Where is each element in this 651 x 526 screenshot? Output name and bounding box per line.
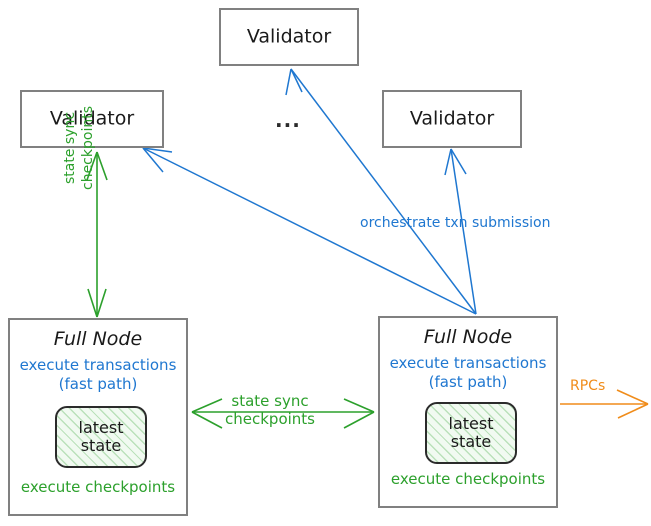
full-node-left-fastpath-line1: execute transactions xyxy=(19,356,177,374)
full-node-left-state-text: latest state xyxy=(78,417,124,456)
label-state-sync-checkpoints-vertical: state sync checkpoints xyxy=(62,106,97,190)
validator-node-right[interactable]: Validator xyxy=(382,90,522,148)
full-node-right-checkpoints: execute checkpoints xyxy=(390,470,546,488)
full-node-left[interactable]: Full Node execute transactions (fast pat… xyxy=(8,318,188,516)
arrow-fullnode-to-validator-top xyxy=(285,68,477,315)
full-node-right-title: Full Node xyxy=(423,326,513,348)
full-node-left-checkpoints: execute checkpoints xyxy=(20,478,176,496)
label-state-sync-mid-line2: checkpoints xyxy=(225,410,315,428)
full-node-left-latest-state-box[interactable]: latest state xyxy=(55,406,147,468)
label-orchestrate-txn-submission: orchestrate txn submission xyxy=(360,215,551,231)
arrow-fullnode-to-validator-right xyxy=(444,148,477,315)
label-state-sync-vert-line2: checkpoints xyxy=(79,106,96,190)
label-rpcs: RPCs xyxy=(570,378,606,394)
full-node-left-title: Full Node xyxy=(53,328,143,350)
arrow-state-sync-vertical xyxy=(86,151,108,318)
full-node-left-state-line1: latest xyxy=(78,417,124,437)
validators-ellipsis: ... xyxy=(275,108,301,132)
full-node-right[interactable]: Full Node execute transactions (fast pat… xyxy=(378,316,558,508)
full-node-right-state-text: latest state xyxy=(448,413,494,452)
validator-node-top[interactable]: Validator xyxy=(219,8,359,66)
label-state-sync-mid-line1: state sync xyxy=(231,392,309,410)
label-state-sync-vert-line1: state sync xyxy=(62,111,78,185)
validator-left-label: Validator xyxy=(49,107,135,130)
label-state-sync-checkpoints-horizontal: state sync checkpoints xyxy=(225,392,315,428)
full-node-left-state-line2: state xyxy=(80,436,122,455)
full-node-right-fastpath: execute transactions (fast path) xyxy=(380,354,556,392)
full-node-right-latest-state-box[interactable]: latest state xyxy=(425,402,517,464)
full-node-right-state-line2: state xyxy=(450,432,492,451)
full-node-right-fastpath-line1: execute transactions xyxy=(389,354,547,372)
full-node-right-state-line1: latest xyxy=(448,413,494,433)
validator-right-label: Validator xyxy=(409,107,495,130)
validator-top-label: Validator xyxy=(246,25,332,48)
full-node-left-fastpath: execute transactions (fast path) xyxy=(10,356,186,394)
full-node-right-fastpath-line2: (fast path) xyxy=(428,372,508,391)
arrow-fullnode-to-validator-left xyxy=(142,147,477,315)
arrow-state-sync-horizontal xyxy=(191,398,375,429)
full-node-left-fastpath-line2: (fast path) xyxy=(58,374,138,393)
validator-node-left[interactable]: Validator xyxy=(20,90,164,148)
arrow-rpcs xyxy=(560,389,649,419)
